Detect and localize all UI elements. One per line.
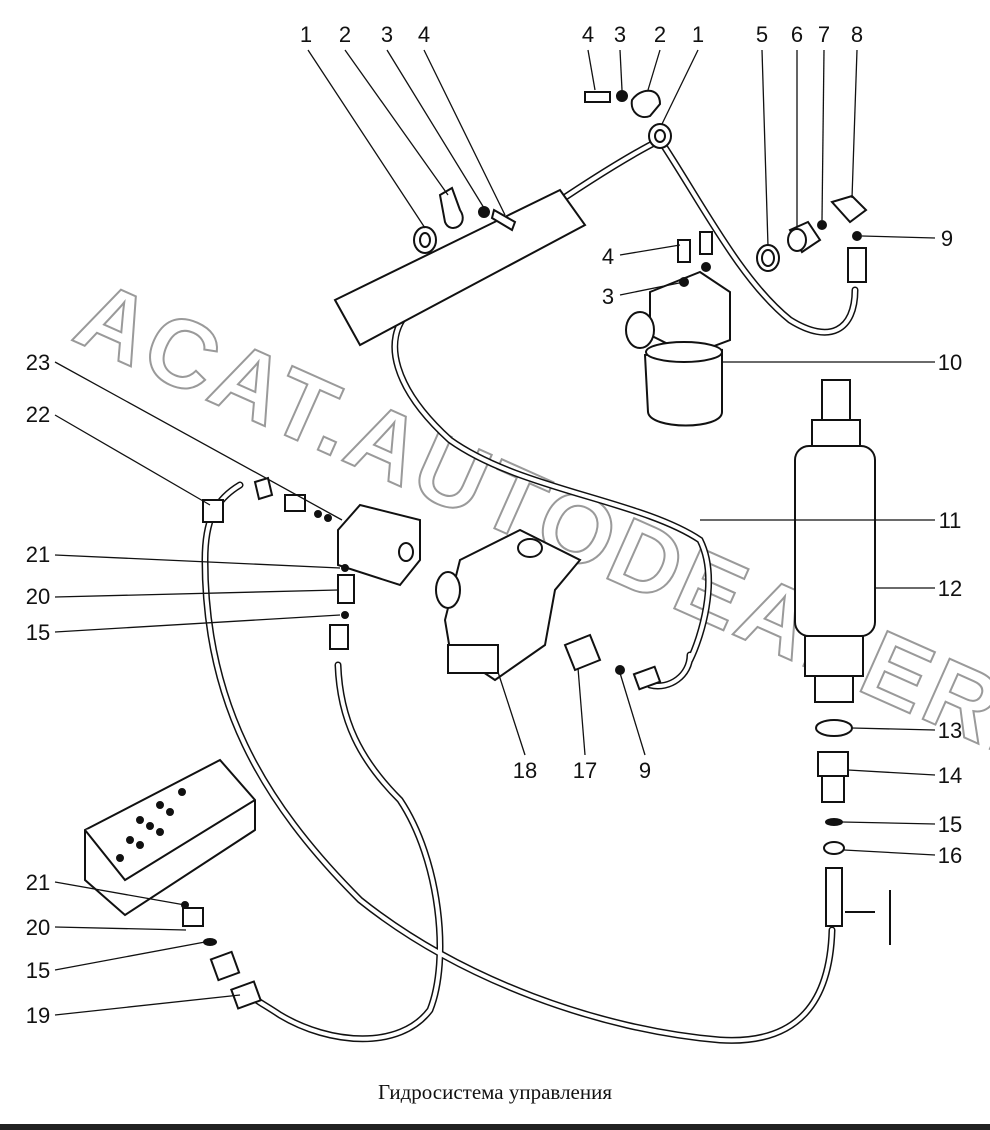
callout-20-lower: 20 <box>26 915 50 940</box>
callout-16: 16 <box>938 843 962 868</box>
callout-18: 18 <box>513 758 537 783</box>
callout-21-lower: 21 <box>26 870 50 895</box>
callout-21-upper: 21 <box>26 542 50 567</box>
callout-6: 6 <box>791 22 803 47</box>
callout-3-top: 3 <box>614 22 626 47</box>
fittings-below-cylinder <box>817 751 849 927</box>
valve-block-18 <box>435 528 582 682</box>
callout-15-upper: 15 <box>26 620 50 645</box>
callout-10: 10 <box>938 350 962 375</box>
callout-12: 12 <box>938 576 962 601</box>
callout-13: 13 <box>938 718 962 743</box>
callout-4-filter: 4 <box>602 244 614 269</box>
leader-lines <box>54 49 936 1016</box>
valve-block-23 <box>202 476 421 650</box>
filter-10 <box>625 231 731 427</box>
callout-22: 22 <box>26 402 50 427</box>
bracket-plate <box>333 188 587 347</box>
callout-3-left: 3 <box>381 22 393 47</box>
callout-11: 11 <box>939 508 962 533</box>
callout-labels: 1 2 3 4 4 3 2 1 5 6 7 8 9 4 3 10 23 22 1… <box>26 22 962 1028</box>
callout-15-right: 15 <box>938 812 962 837</box>
callout-20-upper: 20 <box>26 584 50 609</box>
sensor-marks <box>845 890 891 945</box>
manifold-block <box>84 758 262 1010</box>
callout-9-lower: 9 <box>639 758 651 783</box>
callout-14: 14 <box>938 763 962 788</box>
callout-2-left: 2 <box>339 22 351 47</box>
pipe-lower <box>246 661 444 1043</box>
callout-3-filter: 3 <box>602 284 614 309</box>
callout-4-top: 4 <box>582 22 594 47</box>
callout-7: 7 <box>818 22 830 47</box>
callout-4-left: 4 <box>418 22 430 47</box>
clamp-assembly-top <box>584 89 672 149</box>
callout-8: 8 <box>851 22 863 47</box>
callout-9-top: 9 <box>941 226 953 251</box>
pipe-inner <box>202 138 857 1043</box>
diagram-caption: Гидросистема управления <box>377 1080 612 1104</box>
callout-1-top: 1 <box>692 22 704 47</box>
callout-17: 17 <box>573 758 597 783</box>
bottom-border <box>0 1124 990 1130</box>
callout-19: 19 <box>26 1003 50 1028</box>
callout-1-left: 1 <box>300 22 312 47</box>
callout-2-top: 2 <box>654 22 666 47</box>
fittings-17-9 <box>563 633 662 691</box>
callout-15-lower: 15 <box>26 958 50 983</box>
fittings-right-top <box>756 194 868 283</box>
cylinder-12 <box>794 379 876 737</box>
callout-5: 5 <box>756 22 768 47</box>
callout-23: 23 <box>26 350 50 375</box>
